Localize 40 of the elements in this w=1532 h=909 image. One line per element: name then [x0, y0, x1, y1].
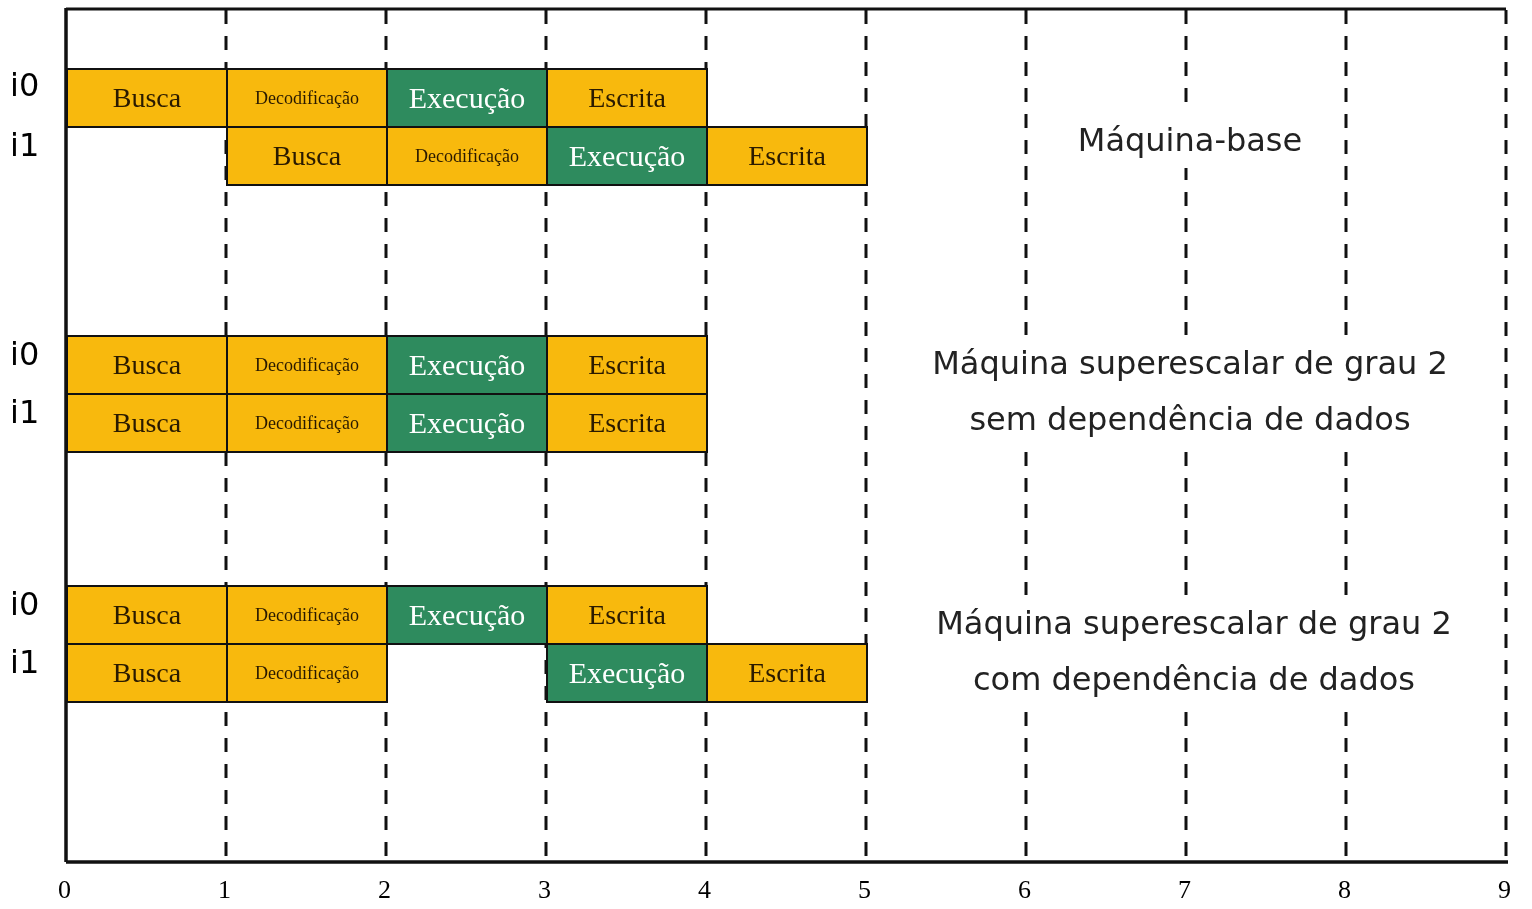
- pipeline-stage-box: Decodificação: [226, 335, 388, 395]
- pipeline-stage-box: Escrita: [706, 126, 868, 186]
- pipeline-stage-box: Busca: [66, 585, 228, 645]
- axis-tick-label: 9: [1498, 875, 1511, 905]
- pipeline-stage-box: Busca: [66, 68, 228, 128]
- axis-tick-label: 1: [218, 875, 231, 905]
- execute-stage-box: Execução: [546, 643, 708, 703]
- axis-tick-label: 8: [1338, 875, 1351, 905]
- pipeline-stage-box: Busca: [66, 393, 228, 453]
- pipeline-stage-box: Busca: [66, 643, 228, 703]
- pipeline-stage-box: Decodificação: [226, 585, 388, 645]
- instruction-label: i0: [10, 66, 40, 104]
- instruction-label: i1: [10, 643, 40, 681]
- instruction-label: i0: [10, 335, 40, 373]
- pipeline-stage-box: Escrita: [546, 335, 708, 395]
- axis-tick-label: 5: [858, 875, 871, 905]
- pipeline-stage-box: Escrita: [546, 393, 708, 453]
- axis-tick-label: 0: [58, 875, 71, 905]
- pipeline-stage-box: Decodificação: [386, 126, 548, 186]
- axis-tick-label: 6: [1018, 875, 1031, 905]
- axis-tick-label: 3: [538, 875, 551, 905]
- execute-stage-box: Execução: [386, 585, 548, 645]
- axis-tick-label: 7: [1178, 875, 1191, 905]
- pipeline-stage-box: Decodificação: [226, 643, 388, 703]
- pipeline-stage-box: Decodificação: [226, 393, 388, 453]
- axis-tick-label: 4: [698, 875, 711, 905]
- instruction-label: i0: [10, 585, 40, 623]
- axis-tick-label: 2: [378, 875, 391, 905]
- instruction-label: i1: [10, 393, 40, 431]
- instruction-label: i1: [10, 126, 40, 164]
- pipeline-stage-box: Decodificação: [226, 68, 388, 128]
- pipeline-stage-box: Escrita: [706, 643, 868, 703]
- execute-stage-box: Execução: [546, 126, 708, 186]
- pipeline-stage-box: Busca: [226, 126, 388, 186]
- execute-stage-box: Execução: [386, 335, 548, 395]
- execute-stage-box: Execução: [386, 393, 548, 453]
- execute-stage-box: Execução: [386, 68, 548, 128]
- pipeline-stage-box: Busca: [66, 335, 228, 395]
- pipeline-stage-box: Escrita: [546, 585, 708, 645]
- pipeline-stage-box: Escrita: [546, 68, 708, 128]
